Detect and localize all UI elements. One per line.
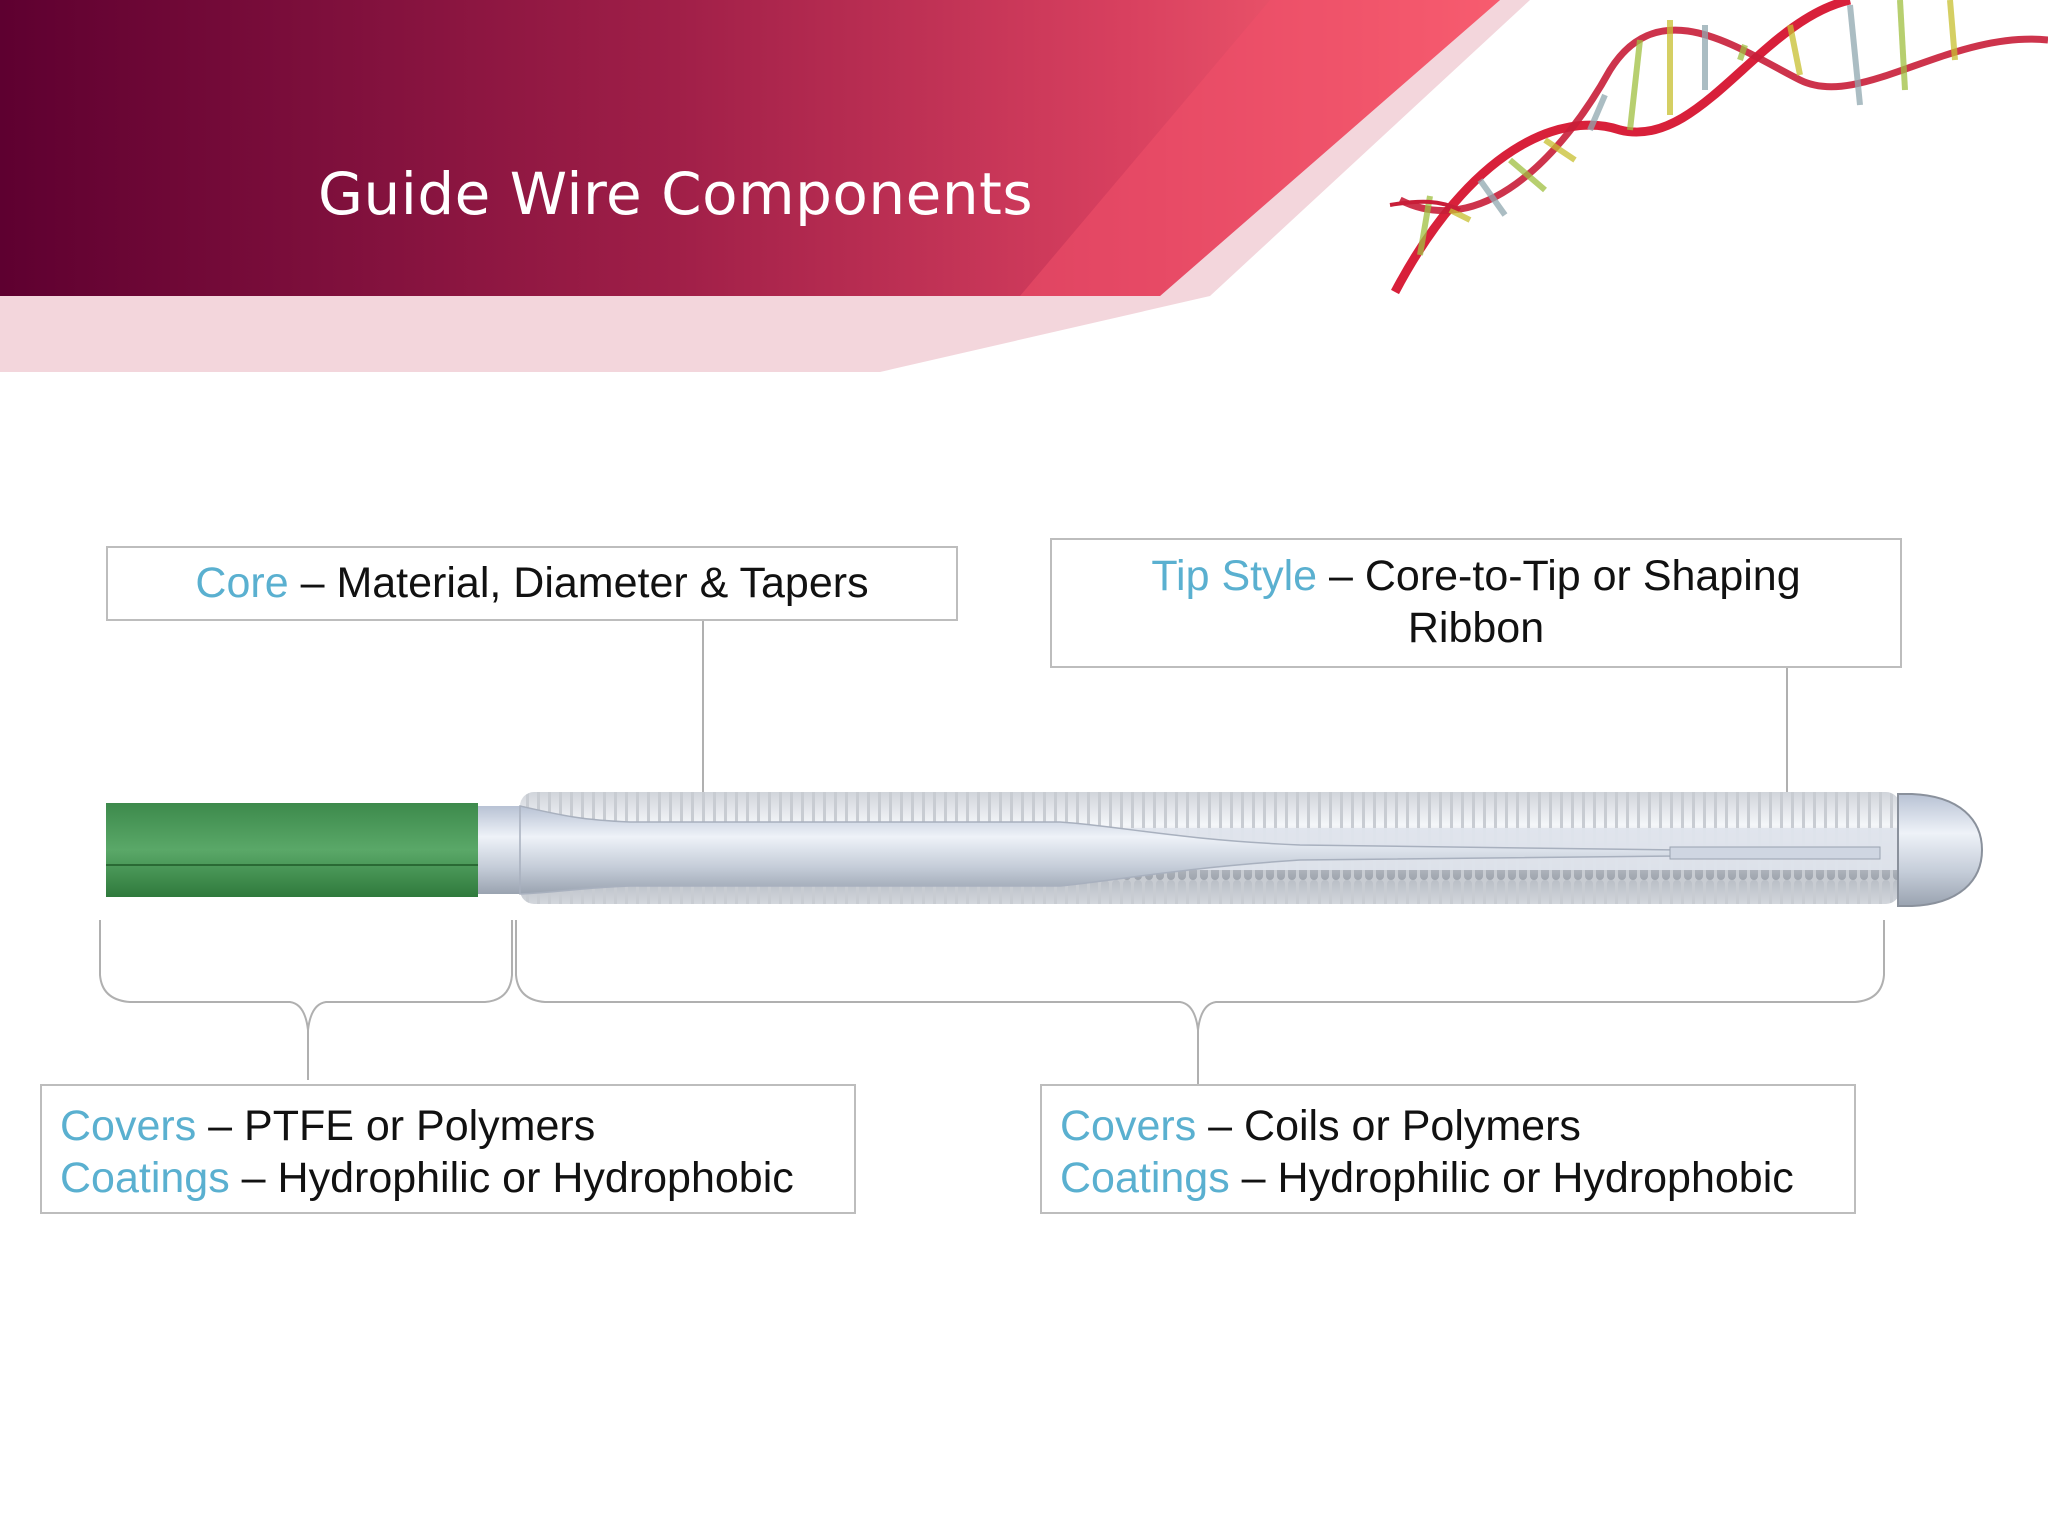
proximal-brace <box>99 920 513 1080</box>
atraumatic-tip <box>1897 793 1984 907</box>
distal-covers-description: Coils or Polymers <box>1244 1102 1581 1150</box>
distal-coatings-separator: – <box>1229 1154 1278 1202</box>
proximal-covers-description: PTFE or Polymers <box>244 1102 596 1150</box>
proximal-label-box: Covers – PTFE or Polymers Coatings – Hyd… <box>40 1084 856 1214</box>
shaping-ribbon <box>1669 846 1881 860</box>
slide-title: Guide Wire Components <box>318 160 1034 228</box>
proximal-coatings-term: Coatings <box>60 1154 230 1202</box>
dna-helix-icon <box>1389 0 2048 295</box>
header-banner <box>0 0 2048 372</box>
proximal-coatings-separator: – <box>229 1154 278 1202</box>
tip-style-term: Tip Style <box>1151 552 1318 600</box>
distal-coatings-term: Coatings <box>1060 1154 1230 1202</box>
proximal-cover <box>106 803 478 897</box>
core-label-box: Core – Material, Diameter & Tapers <box>106 546 958 621</box>
distal-coatings-description: Hydrophilic or Hydrophobic <box>1277 1154 1794 1202</box>
tip-style-separator: – <box>1317 552 1365 600</box>
tip-style-description-line2: Ribbon <box>1407 604 1545 652</box>
distal-covers-separator: – <box>1196 1102 1245 1150</box>
banner-highlight <box>1020 0 1500 296</box>
proximal-covers-separator: – <box>196 1102 245 1150</box>
distal-brace <box>515 920 1885 1084</box>
core-description: Material, Diameter & Tapers <box>336 559 869 607</box>
proximal-covers-term: Covers <box>60 1102 197 1150</box>
proximal-coatings-description: Hydrophilic or Hydrophobic <box>277 1154 794 1202</box>
distal-label-box: Covers – Coils or Polymers Coatings – Hy… <box>1040 1084 1856 1214</box>
distal-covers-term: Covers <box>1060 1102 1197 1150</box>
core-separator: – <box>288 559 337 607</box>
tip-style-label-box: Tip Style – Core-to-Tip or Shaping Ribbo… <box>1050 538 1902 668</box>
tip-style-description: Core-to-Tip or Shaping <box>1364 552 1801 600</box>
core-term: Core <box>195 559 289 607</box>
proximal-core-exposed <box>478 806 523 894</box>
